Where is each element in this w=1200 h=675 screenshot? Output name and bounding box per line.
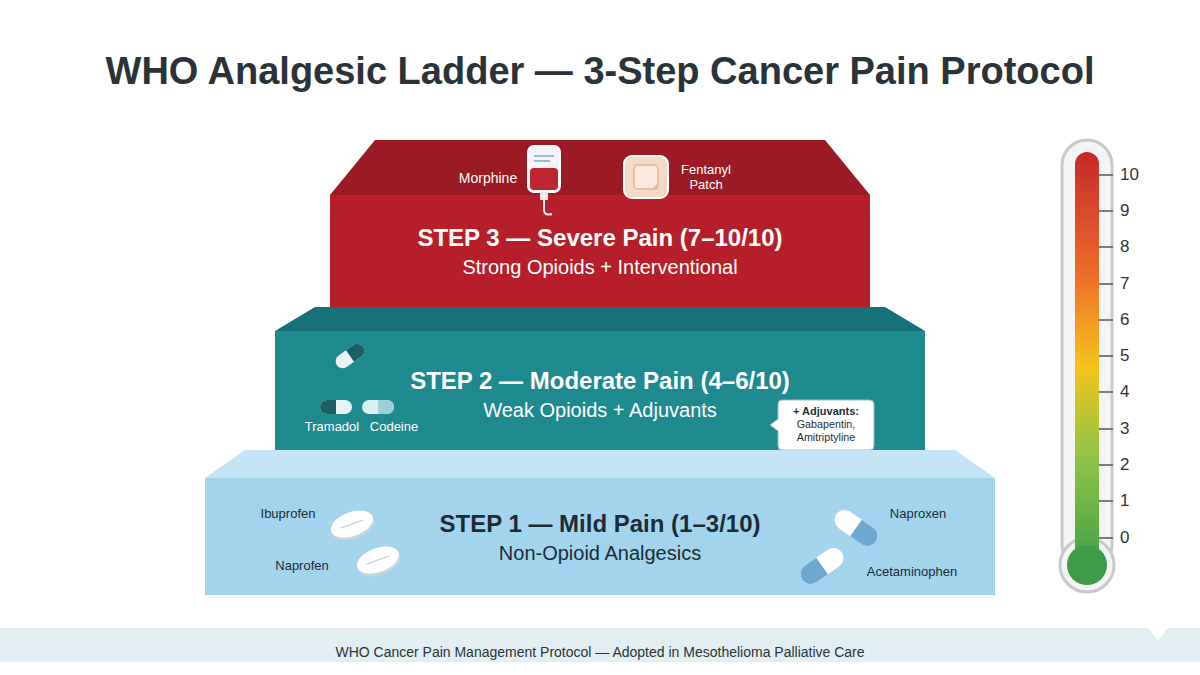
scale-number: 8 — [1120, 237, 1129, 257]
drug-label: Tramadol — [305, 420, 359, 435]
adjuvant-callout: + Adjuvants:Gabapentin, Amitriptyline — [778, 400, 874, 450]
step-heading: STEP 3 — Severe Pain (7–10/10) — [417, 222, 782, 254]
footer-band — [0, 628, 1200, 662]
step-subtitle: Weak Opioids + Adjuvants — [483, 397, 717, 424]
drug-label: Fentanyl Patch — [674, 163, 738, 193]
step-subtitle: Gabapentin, Amitriptyline — [783, 418, 869, 444]
scale-number: 0 — [1120, 528, 1129, 548]
step-block: STEP 3 — Severe Pain (7–10/10)Strong Opi… — [330, 140, 870, 307]
scale-number: 5 — [1120, 346, 1129, 366]
scale-number: 9 — [1120, 201, 1129, 221]
drug-label: Codeine — [370, 420, 418, 435]
scale-number: 4 — [1120, 382, 1129, 402]
drug-label: Morphine — [459, 170, 517, 186]
tablet-icons-step1 — [327, 505, 404, 581]
drug-label: Ibuprofen — [261, 507, 316, 522]
scale-number: 3 — [1120, 419, 1129, 439]
iv-bag-icon — [528, 146, 560, 215]
footer-caption: WHO Cancer Pain Management Protocol — Ad… — [0, 644, 1200, 660]
capsule-icons-step2 — [320, 341, 394, 414]
scale-number: 7 — [1120, 274, 1129, 294]
scale-number: 2 — [1120, 455, 1129, 475]
drug-label: Acetaminophen — [867, 565, 957, 580]
drug-label: Naprofen — [275, 559, 328, 574]
patch-icon — [624, 156, 668, 198]
scale-number: 1 — [1120, 491, 1129, 511]
scale-number: 6 — [1120, 310, 1129, 330]
step-block-shape — [330, 140, 870, 307]
drug-label: Naproxen — [890, 507, 946, 522]
step-subtitle: Non-Opioid Analgesics — [499, 540, 701, 567]
step-heading: STEP 1 — Mild Pain (1–3/10) — [440, 508, 761, 540]
step-subtitle: Strong Opioids + Interventional — [462, 254, 737, 281]
footer-notch — [1148, 628, 1168, 640]
step-heading: + Adjuvants: — [793, 405, 859, 418]
page-title: WHO Analgesic Ladder — 3-Step Cancer Pai… — [0, 50, 1200, 93]
step-heading: STEP 2 — Moderate Pain (4–6/10) — [410, 365, 790, 397]
thermometer — [1060, 140, 1114, 592]
scale-number: 10 — [1120, 165, 1139, 185]
